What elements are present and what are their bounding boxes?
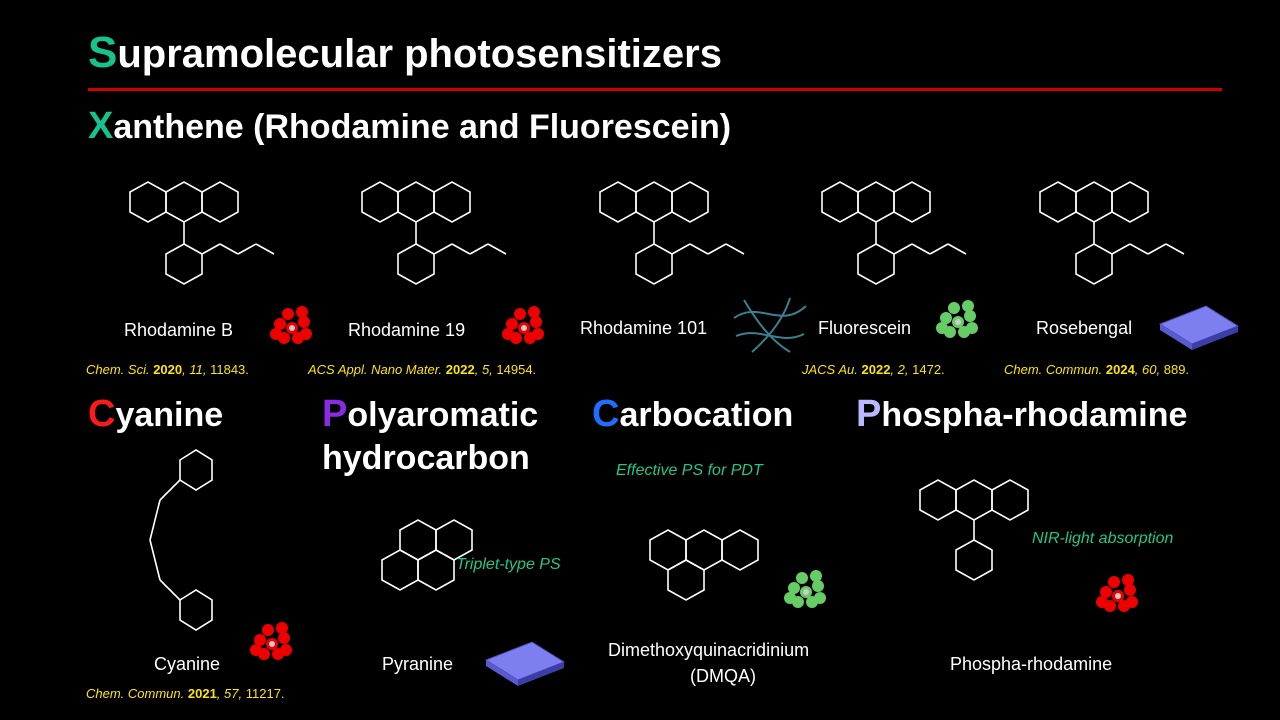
label-rosebengal: Rosebengal bbox=[1036, 318, 1133, 338]
note-effective-ps: Effective PS for PDT bbox=[616, 462, 763, 479]
section-polyaromatic-heading: Polyaromatic hydrocarbon bbox=[322, 393, 539, 477]
title-initial: S bbox=[88, 28, 118, 77]
dmqa-structure bbox=[649, 529, 759, 601]
phospha-rhodamine-structure bbox=[919, 479, 1029, 581]
note-nir: NIR-light absorption bbox=[1032, 530, 1174, 547]
green-sphere-cluster-icon bbox=[936, 300, 978, 338]
note-triplet-ps: Triplet-type PS bbox=[456, 556, 561, 573]
reference-chem-sci-2020: Chem. Sci. 2020, 11, 11843. bbox=[86, 362, 249, 377]
rhodamine-101-structure bbox=[599, 181, 745, 285]
reference-chem-commun-2021: Chem. Commun. 2021, 57, 11217. bbox=[86, 686, 285, 701]
title-divider bbox=[88, 88, 1222, 91]
green-sphere-cluster-icon bbox=[784, 570, 826, 608]
pyranine-structure bbox=[381, 519, 473, 591]
rhodamine-b-structure bbox=[129, 181, 275, 285]
section-initial: X bbox=[88, 105, 114, 147]
section-cyanine-heading: Cyanine bbox=[88, 393, 224, 435]
red-nanoparticle-icon bbox=[250, 622, 292, 660]
label-pyranine: Pyranine bbox=[382, 654, 454, 674]
label-dmqa-abbrev: (DMQA) bbox=[690, 666, 756, 686]
reference-jacs-au-2022: JACS Au. 2022, 2, 1472. bbox=[802, 362, 945, 377]
section-carbocation-heading: Carbocation bbox=[592, 393, 794, 435]
red-sphere-cluster-icon bbox=[502, 306, 544, 344]
label-phospha-rhodamine: Phospha-rhodamine bbox=[950, 654, 1113, 674]
label-cyanine: Cyanine bbox=[154, 654, 221, 674]
cyanine-structure bbox=[149, 449, 213, 631]
page-title: Supramolecular photosensitizers bbox=[88, 28, 722, 78]
label-dmqa: Dimethoxyquinacridinium bbox=[608, 640, 810, 660]
title-rest: upramolecular photosensitizers bbox=[117, 32, 722, 76]
blue-nanosheet-icon bbox=[485, 641, 565, 687]
section-rest: anthene (Rhodamine and Fluorescein) bbox=[113, 108, 732, 146]
label-rhodamine-101: Rhodamine 101 bbox=[580, 318, 708, 338]
red-sphere-cluster-icon bbox=[1096, 574, 1138, 612]
section-phospha-heading: Phospha-rhodamine bbox=[856, 393, 1188, 435]
red-sphere-cluster-icon bbox=[270, 306, 312, 344]
section-xanthene-heading: Xanthene (Rhodamine and Fluorescein) bbox=[88, 104, 731, 150]
label-rhodamine-19: Rhodamine 19 bbox=[348, 320, 466, 340]
rosebengal-structure bbox=[1039, 181, 1185, 285]
label-rhodamine-b: Rhodamine B bbox=[124, 320, 234, 340]
teal-fiber-network-icon bbox=[733, 297, 807, 353]
rhodamine-19-structure bbox=[361, 181, 507, 285]
blue-nanosheet-icon bbox=[1159, 305, 1239, 351]
reference-chem-commun-2024: Chem. Commun. 2024, 60, 889. bbox=[1004, 362, 1190, 377]
fluorescein-structure bbox=[821, 181, 967, 285]
label-fluorescein: Fluorescein bbox=[818, 318, 912, 338]
reference-acs-anm-2022: ACS Appl. Nano Mater. 2022, 5, 14954. bbox=[308, 362, 537, 377]
